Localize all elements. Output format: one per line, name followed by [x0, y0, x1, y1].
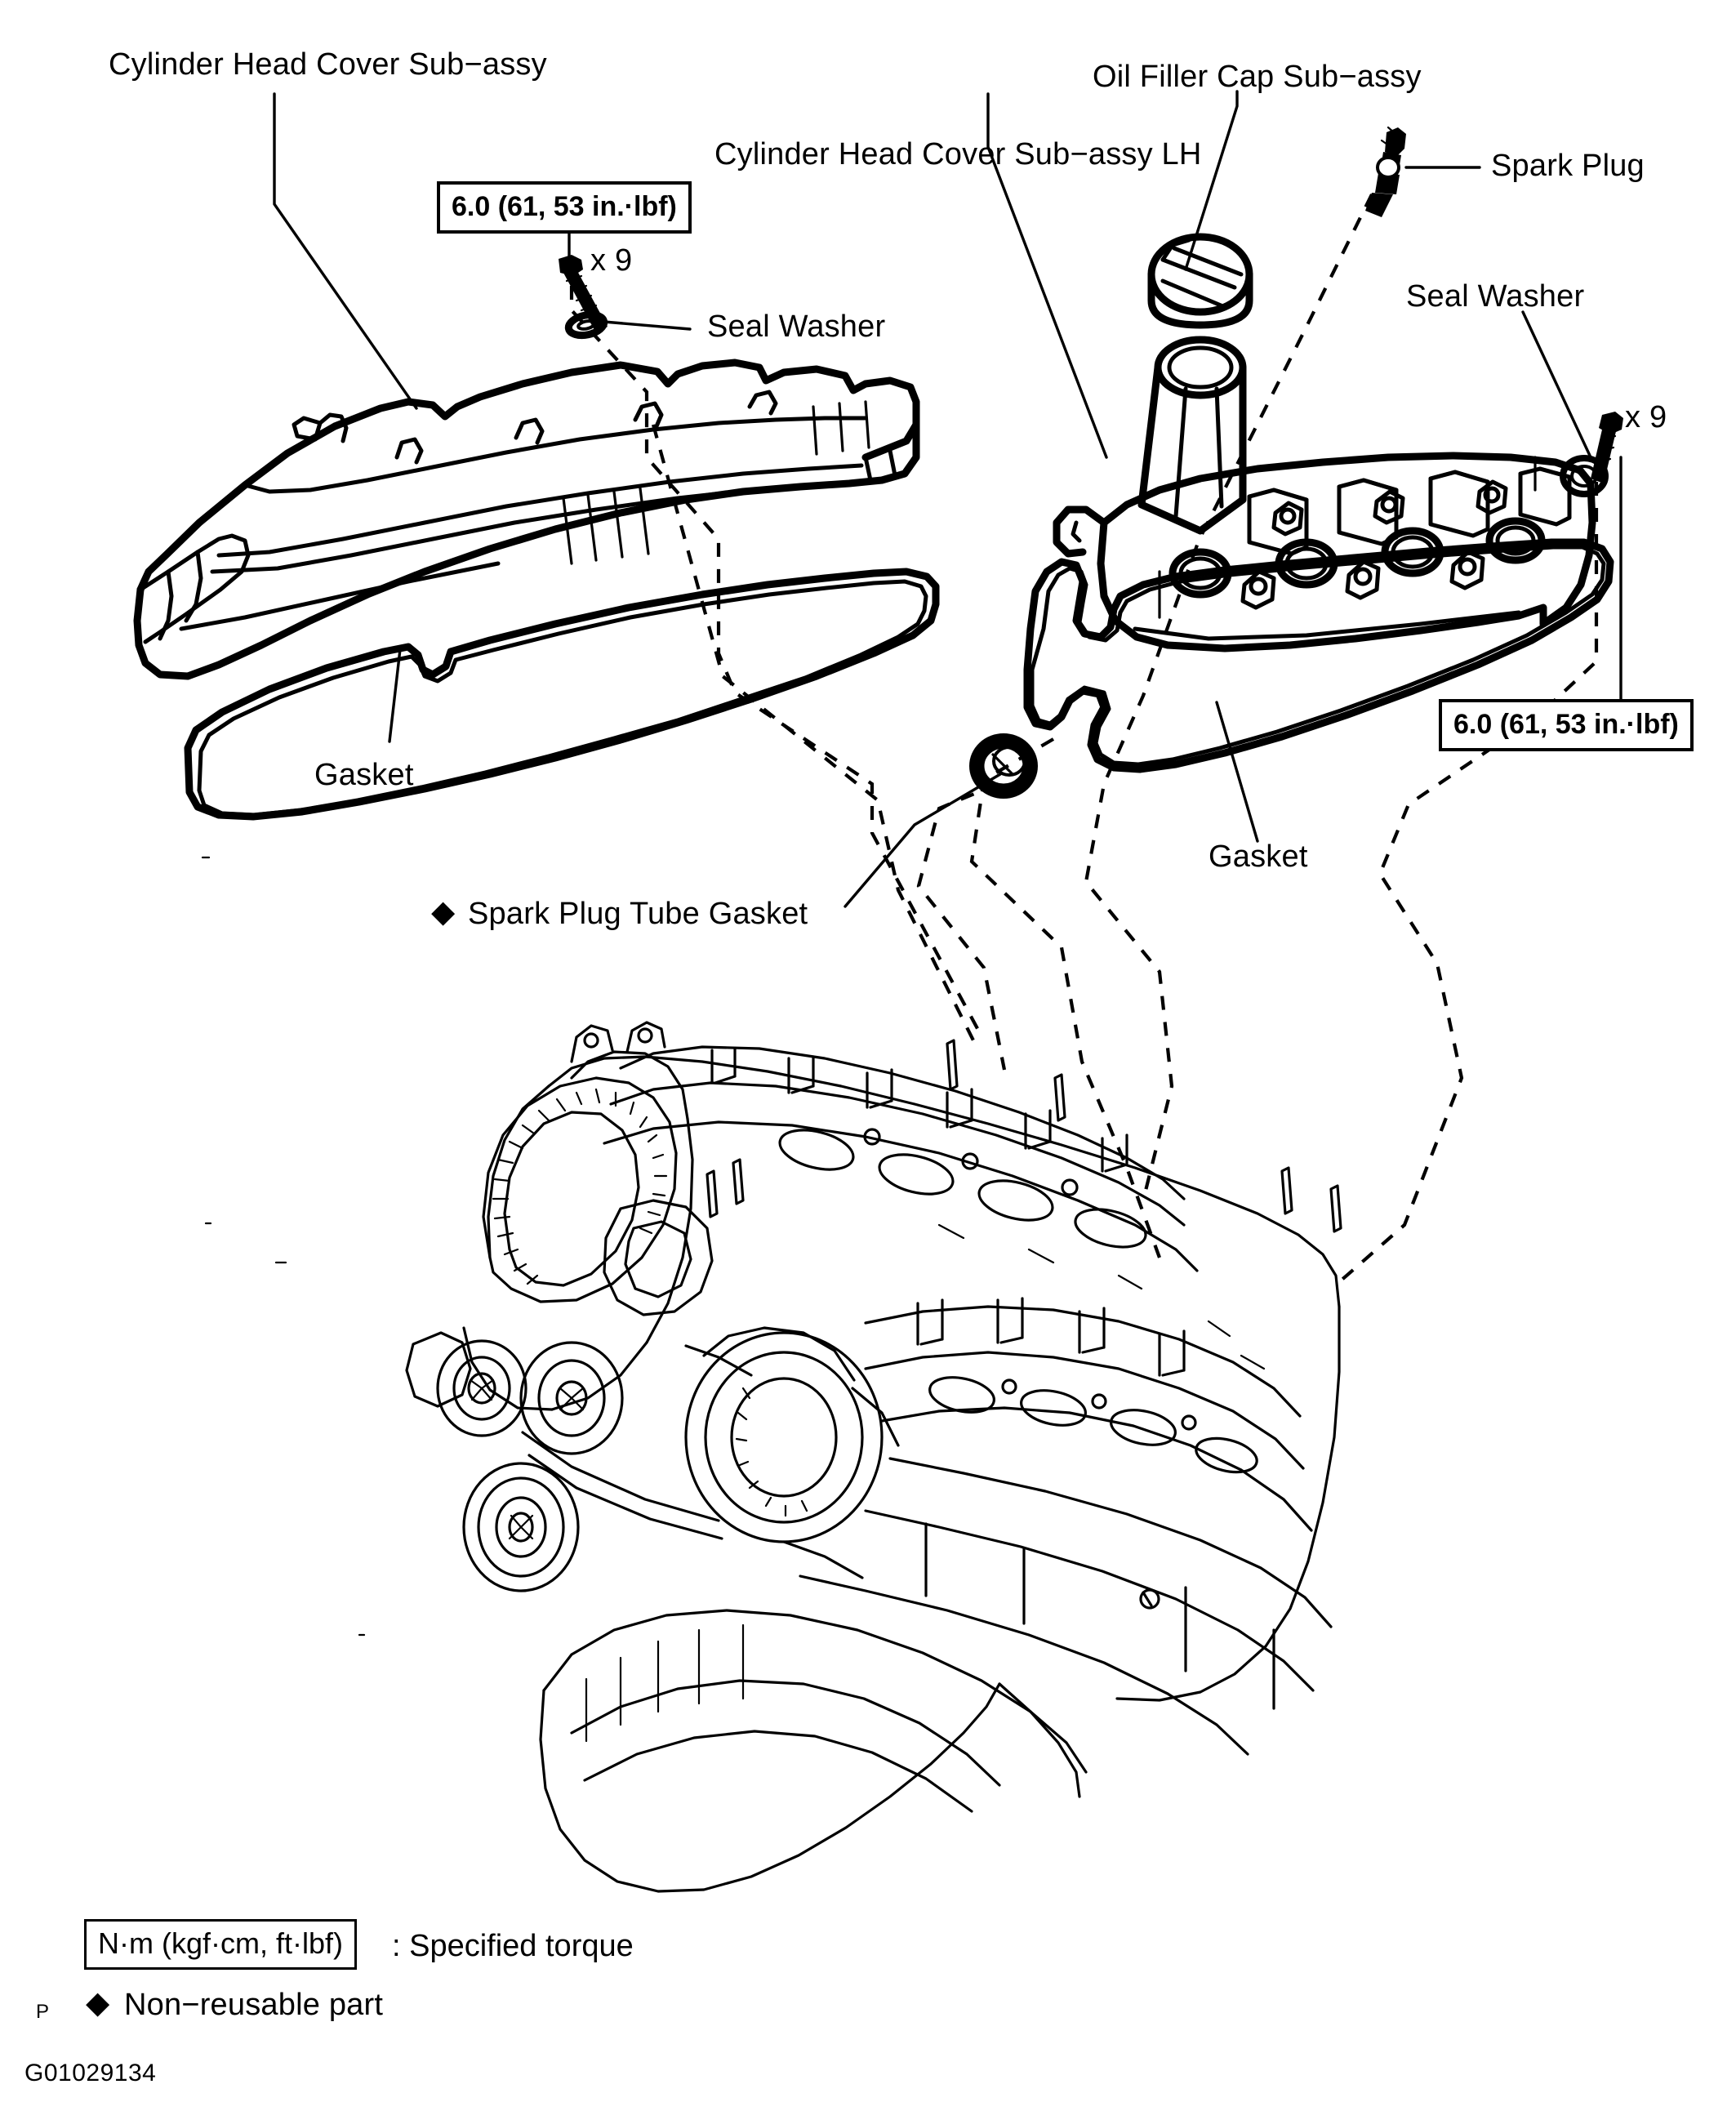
quantity-right-bolts: x 9 [1625, 400, 1667, 434]
right-bolt-assembly [1560, 412, 1623, 497]
label-spark-plug-tube-gasket: Spark Plug Tube Gasket [468, 897, 808, 931]
legend-torque-unit-meaning: : Specified torque [392, 1929, 634, 1963]
left-gasket [184, 568, 940, 821]
crank-pulley [684, 1331, 884, 1543]
timing-cover [482, 1076, 678, 1303]
label-gasket-right: Gasket [1209, 840, 1308, 874]
label-seal-washer-left: Seal Washer [707, 310, 886, 344]
figure-id: G01029134 [24, 2060, 157, 2087]
label-gasket-left: Gasket [314, 758, 414, 792]
seal-washer-icon [564, 310, 608, 340]
seal-washer-icon [1560, 455, 1609, 497]
pulleys [436, 1339, 624, 1592]
spark-plug-tube-gasket-diamond-icon: ◆ [431, 895, 456, 929]
quantity-left-bolts: x 9 [590, 243, 633, 278]
label-cylinder-head-cover-sub-assy: Cylinder Head Cover Sub−assy [109, 47, 547, 82]
legend-page-marker: P [36, 2001, 50, 2023]
oil-filler-cap-icon [1147, 233, 1253, 329]
label-oil-filler-cap-sub-assy: Oil Filler Cap Sub−assy [1093, 60, 1422, 94]
spark-plug-tube-gasket-part [969, 733, 1038, 799]
left-bolt-assembly [559, 255, 608, 340]
bolt-icon [1591, 412, 1623, 483]
torque-box-right: 6.0 (61, 53 in.·lbf) [1439, 699, 1694, 751]
left-cylinder-head-cover [133, 359, 920, 680]
oil-filler-neck [1137, 336, 1247, 535]
spark-plug-icon [1365, 126, 1406, 217]
engine-assembly [201, 856, 1342, 1893]
right-gasket [1023, 538, 1614, 773]
legend-non-reusable-text: Non−reusable part [124, 1988, 384, 2022]
legend-non-reusable-diamond-icon: ◆ [86, 1986, 110, 2020]
label-cylinder-head-cover-sub-assy-lh: Cylinder Head Cover Sub−assy LH [714, 137, 1202, 171]
torque-box-left: 6.0 (61, 53 in.·lbf) [437, 181, 692, 234]
oil-pan [539, 1609, 1088, 1893]
legend-torque-unit-box: N·m (kgf·cm, ft·lbf) [84, 1919, 357, 1970]
label-seal-washer-right: Seal Washer [1406, 279, 1585, 314]
label-spark-plug: Spark Plug [1491, 149, 1645, 183]
